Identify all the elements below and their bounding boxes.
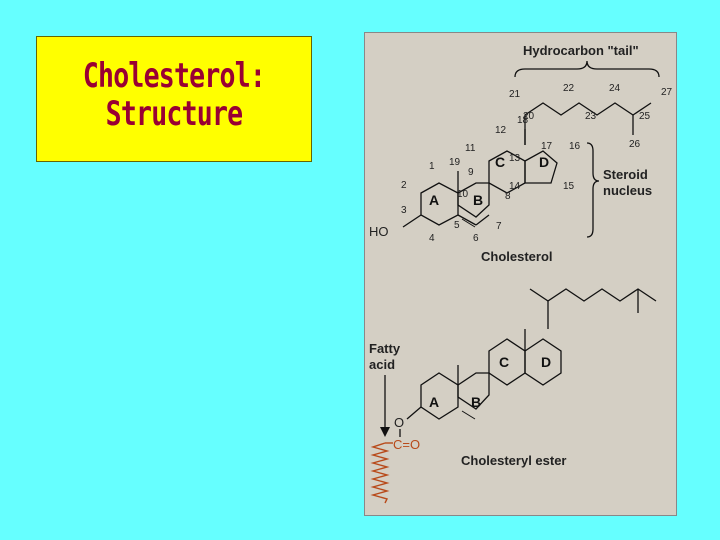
carbon-1: 1	[429, 161, 435, 172]
o-label: O	[394, 415, 404, 430]
ester-ring-d-label: D	[541, 354, 551, 370]
carbon-23: 23	[585, 111, 597, 122]
ring-a	[420, 182, 459, 226]
slide-title-line-2: Structure	[105, 94, 243, 134]
fatty-acid-zigzag	[370, 442, 390, 504]
carbon-9: 9	[468, 167, 474, 178]
carbon-14: 14	[509, 181, 521, 192]
carbon-27: 27	[661, 87, 673, 98]
carbon-4: 4	[429, 233, 435, 244]
title-box: Cholesterol: Structure	[36, 36, 312, 162]
ester-tail-top	[529, 288, 549, 302]
carbon-16: 16	[569, 141, 581, 152]
ring-b-lower	[457, 214, 477, 226]
co-label: C=O	[393, 437, 420, 452]
ester-ring-d	[524, 338, 562, 386]
carbon-25: 25	[639, 111, 651, 122]
fatty-acid-label-1: Fatty	[369, 341, 401, 356]
carbon-15: 15	[563, 181, 575, 192]
ring-c-label: C	[495, 154, 505, 170]
ring-b-lower-2	[475, 214, 490, 226]
steroid-label-2: nucleus	[603, 183, 652, 198]
carbon-21: 21	[509, 89, 521, 100]
c5-c6-double-bond	[461, 218, 476, 228]
ho-label: HO	[369, 224, 389, 239]
structure-diagram: Hydrocarbon "tail" Steroid nucleus Chole…	[369, 43, 673, 504]
carbon-5: 5	[454, 220, 460, 231]
carbon-7: 7	[496, 221, 502, 232]
ring-d	[524, 150, 558, 184]
carbon-19: 19	[449, 157, 461, 168]
carbon-12: 12	[495, 125, 507, 136]
cholesteryl-ester-label: Cholesteryl ester	[461, 453, 567, 468]
ester-double-bond	[461, 410, 476, 420]
steroid-bracket	[586, 142, 600, 238]
tail-label: Hydrocarbon "tail"	[523, 43, 639, 58]
carbon-18: 18	[517, 115, 529, 126]
carbon-17: 17	[541, 141, 553, 152]
ring-d-label: D	[539, 154, 549, 170]
cholesterol-label: Cholesterol	[481, 249, 553, 264]
slide-title-line-1: Cholesterol:	[82, 56, 266, 96]
carbon-24: 24	[609, 83, 621, 94]
carbon-11: 11	[465, 143, 476, 154]
steroid-label-1: Steroid	[603, 167, 648, 182]
tail-chain	[524, 102, 652, 145]
ester-ring-b-label: B	[471, 394, 481, 410]
carbon-2: 2	[401, 180, 407, 191]
ester-tail-chain	[547, 288, 657, 329]
structure-diagram-panel: Hydrocarbon "tail" Steroid nucleus Chole…	[364, 32, 677, 516]
ring-b-label: B	[473, 192, 483, 208]
ester-ring-c-label: C	[499, 354, 509, 370]
carbon-13: 13	[509, 153, 521, 164]
carbon-3: 3	[401, 205, 407, 216]
carbon-20: 20	[523, 111, 535, 122]
tail-bracket	[514, 60, 660, 78]
carbon-8: 8	[505, 191, 511, 202]
ester-ring-a-label: A	[429, 394, 439, 410]
ring-a-label: A	[429, 192, 439, 208]
fatty-acid-label-2: acid	[369, 357, 395, 372]
ester-o-bond	[406, 406, 422, 420]
fatty-acid-arrow-head	[380, 427, 390, 437]
carbon-26: 26	[629, 139, 641, 150]
carbon-6: 6	[473, 233, 479, 244]
ester-ring-a	[420, 372, 459, 420]
ho-bond	[402, 214, 422, 228]
carbon-10: 10	[457, 189, 469, 200]
carbon-22: 22	[563, 83, 575, 94]
